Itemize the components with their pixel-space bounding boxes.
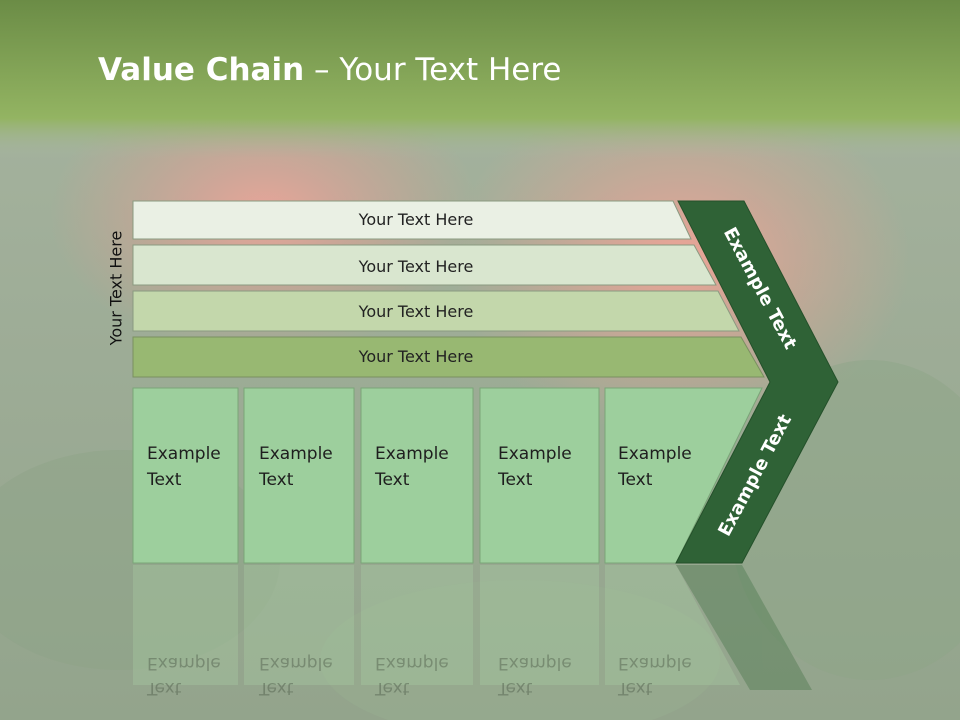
box-4-line2: Text — [497, 470, 533, 490]
reflection-text: Example — [259, 653, 333, 673]
chevron-reflection — [676, 565, 812, 690]
box-4[interactable] — [479, 387, 600, 564]
reflection-text: Example — [618, 653, 692, 673]
box-reflection — [133, 565, 238, 685]
value-chevron[interactable] — [675, 200, 839, 564]
box-2-line1: Example — [259, 444, 333, 464]
reflection-text: Text — [258, 678, 294, 698]
reflection-text-group: Example Text Example Text Example Text E… — [146, 653, 692, 698]
box-5-line2: Text — [617, 470, 653, 490]
reflection-text: Text — [374, 678, 410, 698]
box-1[interactable] — [132, 387, 239, 564]
title-bold: Value Chain — [98, 52, 305, 88]
bar-2-label: Your Text Here — [358, 257, 474, 276]
box-2[interactable] — [243, 387, 355, 564]
reflection-text: Example — [375, 653, 449, 673]
bar-1-label: Your Text Here — [358, 210, 474, 229]
title-rest: – Your Text Here — [304, 52, 562, 88]
reflection-group — [133, 565, 812, 690]
box-reflection — [361, 565, 473, 685]
reflection-text: Text — [617, 678, 653, 698]
bar-3[interactable] — [132, 290, 740, 332]
box-reflection — [244, 565, 354, 685]
box-1-line1: Example — [147, 444, 221, 464]
box-reflection — [480, 565, 599, 685]
bar-1[interactable] — [132, 200, 692, 240]
slide-title: Value Chain – Your Text Here — [98, 52, 561, 88]
reflection-text: Text — [146, 678, 182, 698]
box-2-line2: Text — [258, 470, 294, 490]
box-reflection — [605, 565, 740, 685]
reflection-text: Text — [497, 678, 533, 698]
reflection-text: Example — [498, 653, 572, 673]
box-3[interactable] — [360, 387, 474, 564]
bar-3-label: Your Text Here — [358, 302, 474, 321]
box-4-line1: Example — [498, 444, 572, 464]
bar-4-label: Your Text Here — [358, 347, 474, 366]
box-1-line2: Text — [146, 470, 182, 490]
bar-2[interactable] — [132, 244, 717, 286]
reflection-text: Example — [147, 653, 221, 673]
bar-4[interactable] — [132, 336, 765, 378]
box-3-line2: Text — [374, 470, 410, 490]
box-3-line1: Example — [375, 444, 449, 464]
box-5-line1: Example — [618, 444, 692, 464]
